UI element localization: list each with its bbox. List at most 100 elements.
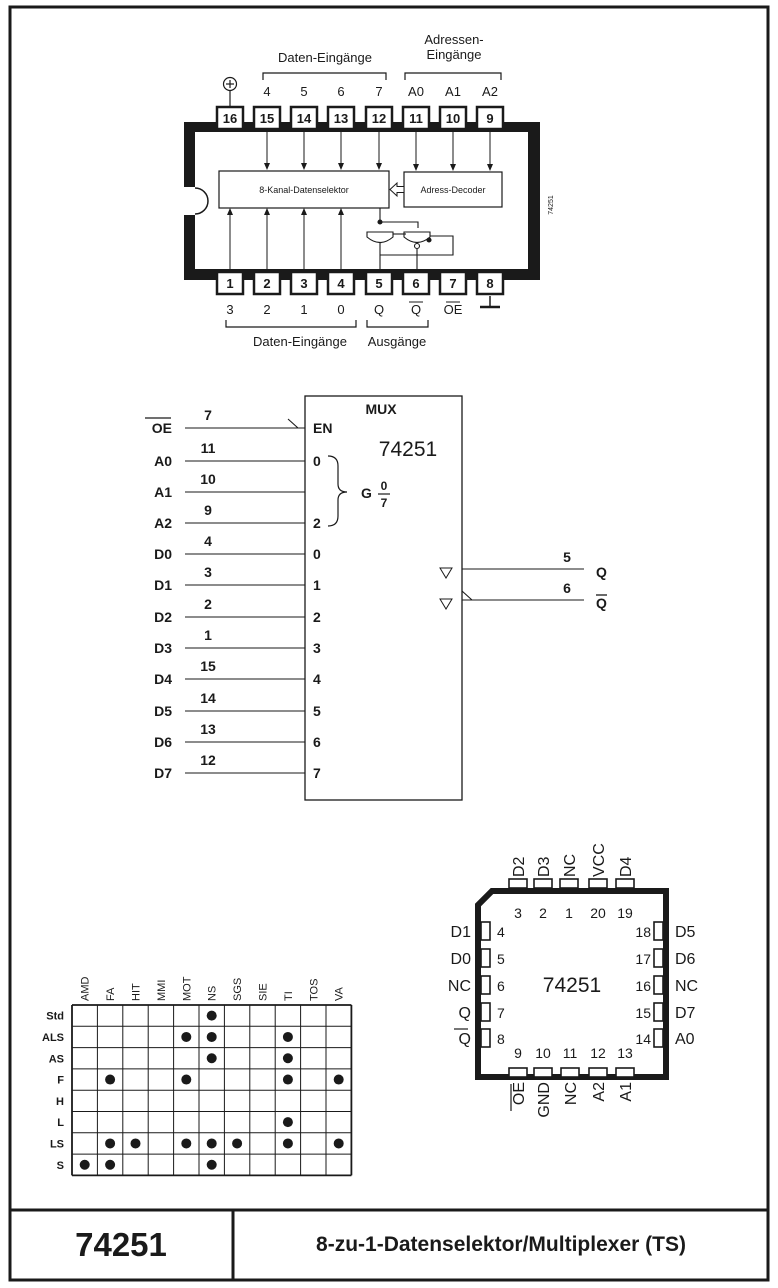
availability-dot [333,1074,344,1085]
dip-bottom-pin-label: 3 [226,302,233,317]
plcc-bottom-pin-number: 12 [590,1045,606,1061]
availability-dot [282,1031,293,1042]
availability-row-label: L [57,1117,64,1129]
mux-input-port: 2 [313,515,321,531]
mux-input-port: 1 [313,577,321,593]
dip-top-pin-label: A0 [408,84,424,99]
dip-top-pin-number: 11 [409,111,423,126]
mux-input-port: 4 [313,671,321,687]
availability-dot [105,1159,116,1170]
plcc-top-pin-number: 20 [590,905,606,921]
plcc-left-pin-label: Q [459,1031,471,1048]
footer-part-number: 74251 [75,1226,167,1263]
availability-dot [232,1138,243,1149]
decoder-to-selector-arrow [389,181,405,198]
plcc-top-pin-number: 2 [539,905,547,921]
mux-part-number: 74251 [379,438,437,461]
mux-input-pin: 14 [200,690,216,706]
availability-column-header: FA [105,987,117,1001]
dip-top-pin-number: 9 [486,111,493,126]
mux-input-pin: 1 [204,627,212,643]
availability-dot [206,1053,217,1064]
dip-top-pin-label: A2 [482,84,498,99]
availability-row-label: S [57,1160,64,1172]
mux-input-signal: A0 [154,453,172,469]
dip-top-pin-number: 10 [446,111,460,126]
dip-top-pin-label: 6 [337,84,344,99]
dip-top-pin: 154 [252,84,282,170]
availability-column-header: SGS [232,978,244,1001]
availability-dot [206,1031,217,1042]
plcc-top-pin-number: 1 [565,905,573,921]
availability-row-label: AS [49,1053,64,1065]
dip-bottom-pin-label: 2 [263,302,270,317]
dip-bottom-pin-number: 5 [375,276,382,291]
mux-output-pin: 6 [563,580,571,596]
mux-input-signal: D3 [154,640,172,656]
tristate-output-icon [439,567,453,579]
dip-bottom-pin-number: 2 [263,276,270,291]
plcc-right-pin-number: 15 [635,1005,651,1021]
dip-top-pin-label: 5 [300,84,307,99]
mux-input-port: 0 [313,453,321,469]
plcc-right-pin-label: D6 [675,951,696,968]
plcc-top-pin-number: 3 [514,905,522,921]
availability-row-label: LS [50,1138,64,1150]
dip-top-pin-label: 7 [375,84,382,99]
availability-dot [282,1053,293,1064]
availability-dot [181,1138,192,1149]
dip-bottom-pin-label: 0 [337,302,344,317]
mux-input-signal: D1 [154,577,172,593]
plcc-left-pin-number: 6 [497,978,505,994]
plcc-left-pin-number: 7 [497,1005,505,1021]
mux-output-line: 5Q [439,549,607,580]
mux-input-pin: 9 [204,502,212,518]
data-selector-block [218,170,390,209]
dip-top-pin-label: A1 [445,84,461,99]
plcc-top-pin: NC1 [559,854,579,921]
availability-dot [79,1159,90,1170]
dip-top-pin: 136 [326,84,356,170]
dip-bottom-pin-label: 1 [300,302,307,317]
group-denominator: 7 [381,496,388,510]
data-inputs-top-label: Daten-Eingänge [278,50,372,65]
plcc-bottom-pin-label: OE [511,1082,528,1105]
data-inputs-bottom-label: Daten-Eingänge [253,334,347,349]
dip-top-pin: 11 A0 [401,84,431,171]
dip-top-pin: 16 [215,105,245,131]
availability-dot [105,1138,116,1149]
availability-dot [130,1138,141,1149]
mux-output-signal: Q [596,595,607,611]
mux-input-port: 5 [313,703,321,719]
plcc-bottom-pin-number: 11 [563,1045,578,1061]
availability-column-header: TI [283,991,295,1001]
plcc-right-pin-label: A0 [675,1031,695,1048]
availability-column-header: VA [334,986,346,1001]
outputs-label: Ausgänge [368,334,427,349]
data-inputs-bottom-brace [225,320,357,328]
plcc-left-pin-number: 8 [497,1031,505,1047]
mux-input-signal: D7 [154,765,172,781]
dip-top-pin-number: 16 [223,111,237,126]
dip-top-pin-number: 14 [297,111,312,126]
address-inputs-brace [404,72,502,80]
dip-top-pin: 10 A1 [438,84,468,171]
mux-input-signal: A1 [154,484,172,500]
mux-input-port: 6 [313,734,321,750]
dip-bottom-pin-label: OE [444,302,463,317]
mux-output-pin: 5 [563,549,571,565]
plcc-left-pin-label: Q [459,1005,471,1022]
